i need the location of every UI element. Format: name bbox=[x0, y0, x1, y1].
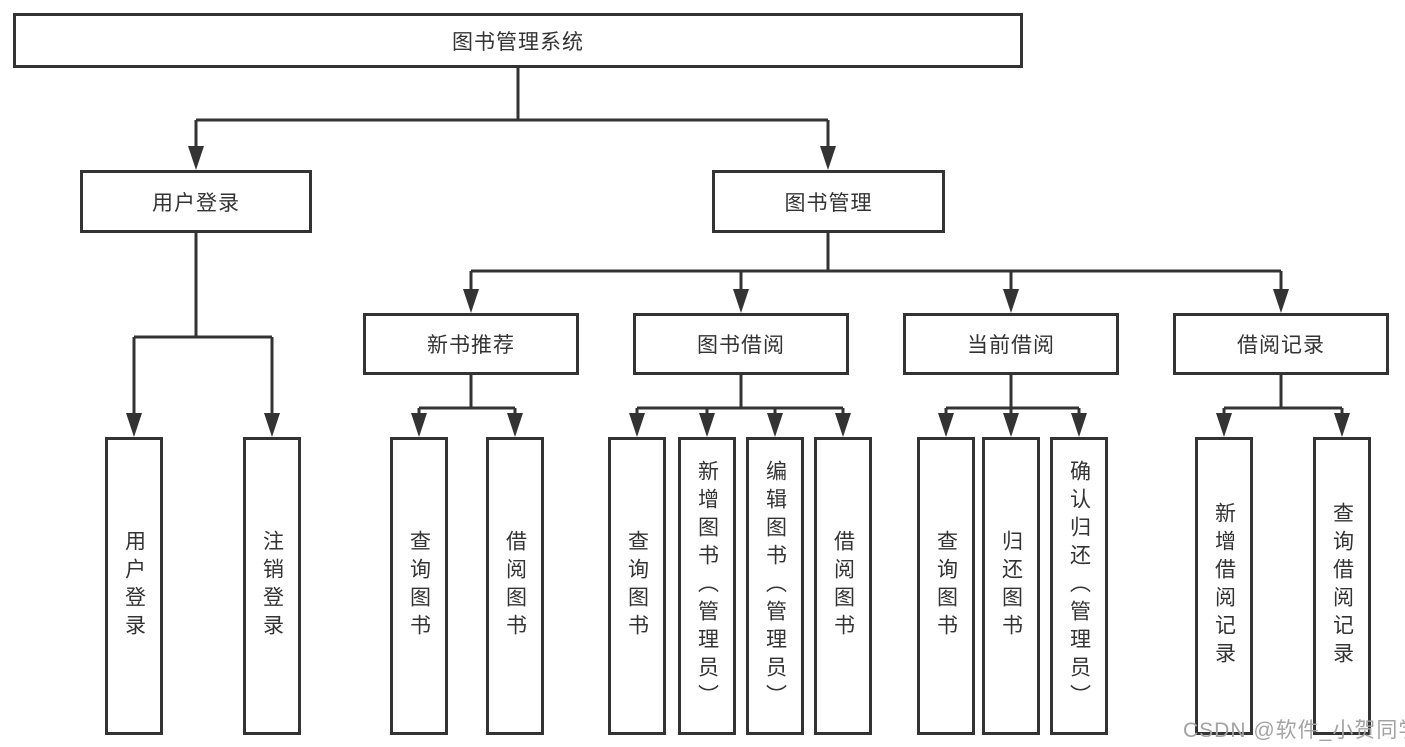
leaf-edit-book-admin: 编辑图书（管理员） bbox=[746, 437, 804, 735]
leaf-borrow-books-recommend: 借阅图书 bbox=[486, 437, 544, 735]
node-book-management: 图书管理 bbox=[712, 170, 945, 233]
leaf-query-borrow-record: 查询借阅记录 bbox=[1313, 437, 1371, 735]
node-current-borrowing: 当前借阅 bbox=[903, 313, 1119, 375]
leaf-label: 编辑图书（管理员） bbox=[763, 460, 787, 712]
node-borrowing-records: 借阅记录 bbox=[1173, 313, 1389, 375]
node-label: 图书借阅 bbox=[697, 334, 785, 357]
leaf-add-borrow-record: 新增借阅记录 bbox=[1195, 437, 1253, 735]
leaf-label: 新增图书（管理员） bbox=[695, 460, 719, 712]
leaf-label: 查询图书 bbox=[934, 530, 958, 642]
leaf-label: 归还图书 bbox=[999, 530, 1023, 642]
leaf-label: 查询借阅记录 bbox=[1330, 502, 1354, 670]
leaf-label: 借阅图书 bbox=[503, 530, 527, 642]
leaf-add-book-admin: 新增图书（管理员） bbox=[678, 437, 736, 735]
leaf-label: 用户登录 bbox=[122, 530, 146, 642]
node-label: 新书推荐 bbox=[427, 334, 515, 357]
leaf-confirm-return-admin: 确认归还（管理员） bbox=[1050, 437, 1108, 735]
leaf-borrow-books-borrowing: 借阅图书 bbox=[814, 437, 872, 735]
leaf-label: 新增借阅记录 bbox=[1212, 502, 1236, 670]
leaf-query-books-borrowing: 查询图书 bbox=[608, 437, 666, 735]
node-label: 当前借阅 bbox=[967, 334, 1055, 357]
leaf-query-books-current: 查询图书 bbox=[917, 437, 975, 735]
leaf-label: 查询图书 bbox=[625, 530, 649, 642]
leaf-query-books-recommend: 查询图书 bbox=[390, 437, 448, 735]
node-label: 用户登录 bbox=[152, 191, 240, 215]
leaf-user-login: 用户登录 bbox=[105, 437, 163, 735]
node-new-book-recommendation: 新书推荐 bbox=[363, 313, 579, 375]
leaf-logout: 注销登录 bbox=[243, 437, 301, 735]
leaf-label: 借阅图书 bbox=[831, 530, 855, 642]
node-label: 图书管理系统 bbox=[452, 30, 584, 54]
node-label: 借阅记录 bbox=[1237, 334, 1325, 357]
csdn-watermark: CSDN @软件_小贺同学 bbox=[1183, 719, 1405, 742]
leaf-label: 确认归还（管理员） bbox=[1067, 460, 1091, 712]
leaf-label: 注销登录 bbox=[260, 530, 284, 642]
leaf-return-books: 归还图书 bbox=[982, 437, 1040, 735]
node-user-login: 用户登录 bbox=[80, 170, 312, 233]
node-book-borrowing: 图书借阅 bbox=[633, 313, 849, 375]
node-library-management-system: 图书管理系统 bbox=[13, 13, 1023, 68]
node-label: 图书管理 bbox=[784, 191, 873, 215]
leaf-label: 查询图书 bbox=[407, 530, 431, 642]
